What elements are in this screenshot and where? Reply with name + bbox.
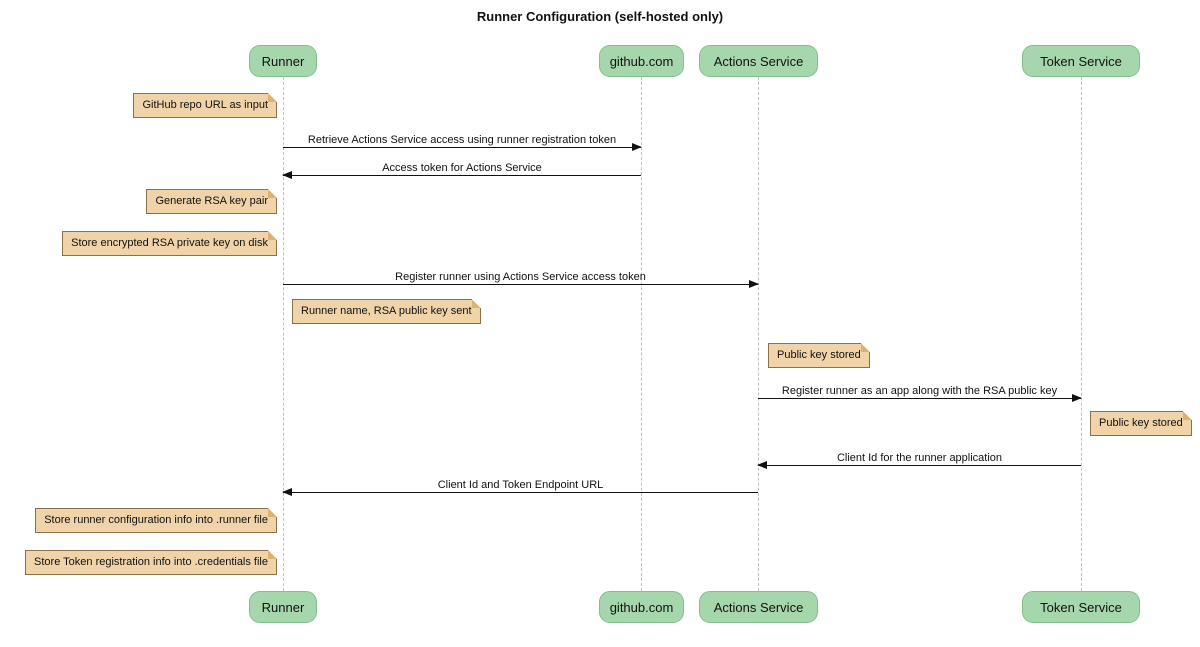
participant-label: Runner (261, 53, 305, 69)
message-label: Register runner using Actions Service ac… (395, 271, 646, 283)
note-store-runner-configuration: Store runner configuration info into .ru… (35, 508, 277, 533)
message-label: Register runner as an app along with the… (781, 385, 1058, 397)
participant-label: Token Service (1040, 53, 1122, 69)
participant-actions-service-top: Actions Service (699, 45, 818, 77)
message-register-runner-as-app: Register runner as an app along with the… (758, 385, 1082, 402)
arrowhead-left-icon (757, 461, 767, 469)
participant-label: github.com (609, 599, 674, 615)
participant-actions-service-bottom: Actions Service (699, 591, 818, 623)
note-text: Public key stored (1099, 417, 1183, 429)
lifeline-token-service (1081, 77, 1082, 591)
participant-label: Actions Service (713, 599, 804, 615)
note-text: Store runner configuration info into .ru… (44, 514, 268, 526)
note-text: Generate RSA key pair (155, 195, 268, 207)
arrowhead-left-icon (282, 171, 292, 179)
message-label: Client Id for the runner application (836, 452, 1003, 464)
message-client-id-for-runner-application: Client Id for the runner application (757, 452, 1081, 469)
message-retrieve-actions-service-access: Retrieve Actions Service access using ru… (283, 134, 642, 151)
note-store-token-registration: Store Token registration info into .cred… (25, 550, 277, 575)
participant-token-service-bottom: Token Service (1022, 591, 1140, 623)
note-text: Public key stored (777, 349, 861, 361)
message-label: Client Id and Token Endpoint URL (437, 479, 604, 491)
participant-label: github.com (609, 53, 674, 69)
note-store-encrypted-rsa-private-key: Store encrypted RSA private key on disk (62, 231, 277, 256)
message-client-id-and-token-endpoint-url: Client Id and Token Endpoint URL (282, 479, 758, 496)
arrowhead-left-icon (282, 488, 292, 496)
note-public-key-stored-token-service: Public key stored (1090, 411, 1192, 436)
participant-label: Token Service (1040, 599, 1122, 615)
diagram-title: Runner Configuration (self-hosted only) (476, 9, 724, 24)
message-label: Access token for Actions Service (382, 162, 542, 174)
note-runner-name-rsa-public-key-sent: Runner name, RSA public key sent (292, 299, 481, 324)
participant-github-com-top: github.com (599, 45, 684, 77)
lifeline-runner (283, 77, 284, 591)
note-text: Runner name, RSA public key sent (301, 305, 472, 317)
participant-github-com-bottom: github.com (599, 591, 684, 623)
arrowhead-right-icon (749, 280, 759, 288)
note-text: GitHub repo URL as input (142, 99, 268, 111)
note-generate-rsa-key-pair: Generate RSA key pair (146, 189, 277, 214)
note-text: Store encrypted RSA private key on disk (71, 237, 268, 249)
message-access-token-for-actions-service: Access token for Actions Service (282, 162, 641, 179)
participant-label: Runner (261, 599, 305, 615)
participant-runner-bottom: Runner (249, 591, 317, 623)
note-text: Store Token registration info into .cred… (34, 556, 268, 568)
note-github-repo-url-as-input: GitHub repo URL as input (133, 93, 277, 118)
lifeline-actions-service (758, 77, 759, 591)
message-label: Retrieve Actions Service access using ru… (307, 134, 617, 146)
participant-token-service-top: Token Service (1022, 45, 1140, 77)
note-public-key-stored-actions-service: Public key stored (768, 343, 870, 368)
lifeline-github-com (641, 77, 642, 591)
message-register-runner: Register runner using Actions Service ac… (283, 271, 759, 288)
arrowhead-right-icon (1072, 394, 1082, 402)
participant-runner-top: Runner (249, 45, 317, 77)
arrowhead-right-icon (632, 143, 642, 151)
participant-label: Actions Service (713, 53, 804, 69)
